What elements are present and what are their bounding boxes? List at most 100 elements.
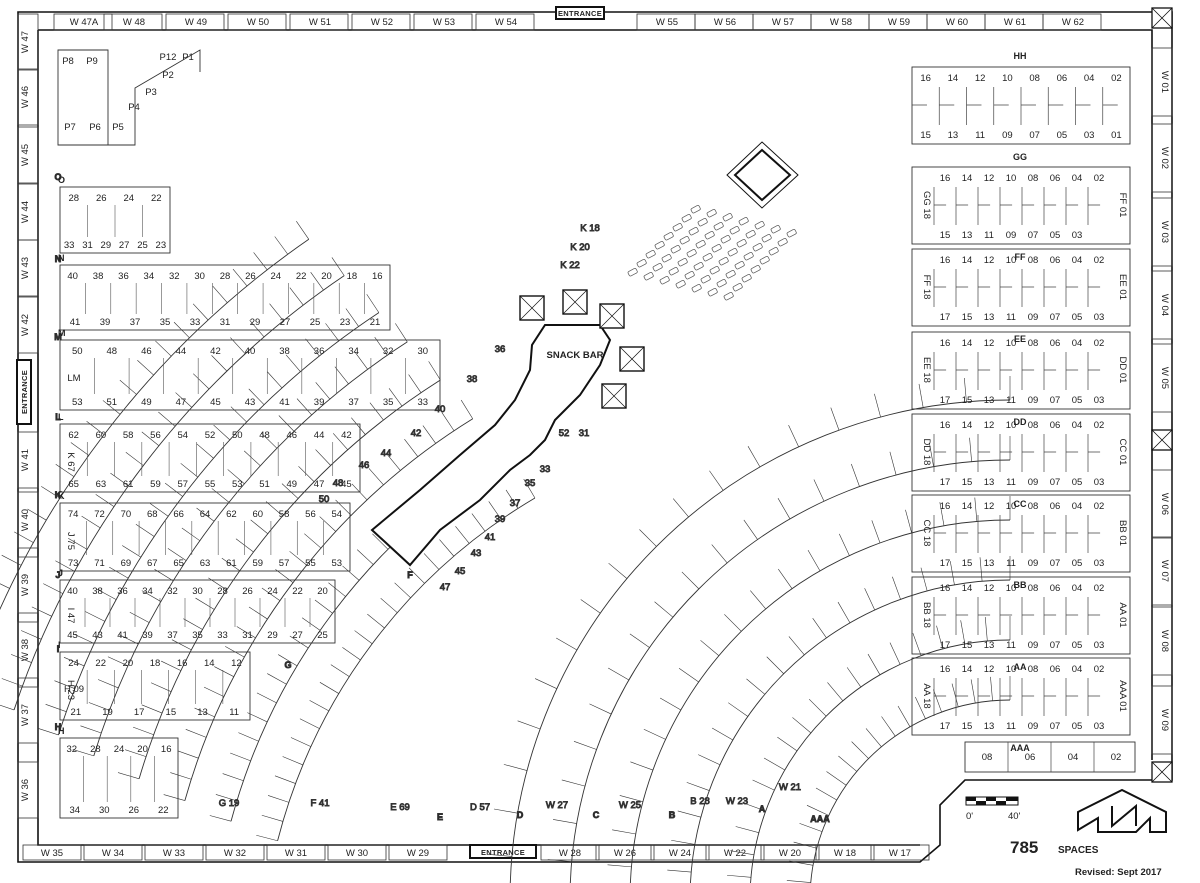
space-number: 27 — [292, 630, 303, 641]
space-number: 30 — [192, 586, 203, 597]
space-number: 13 — [984, 477, 995, 488]
p-space: P4 — [128, 102, 140, 113]
space-number: 67 — [147, 558, 158, 569]
space-number: 14 — [948, 73, 959, 84]
space-number: 25 — [317, 630, 328, 641]
space-number: 14 — [962, 255, 973, 266]
space-number: 11 — [984, 230, 994, 241]
border-space-right: W 04 — [1159, 294, 1170, 316]
space-number: 59 — [150, 479, 161, 490]
block-end-label: J 75 — [65, 532, 76, 550]
row-end-label: B 28 — [690, 796, 710, 807]
block-end-label: AA 01 — [1117, 602, 1128, 627]
space-number: 47 — [176, 397, 187, 408]
space-number: 15 — [962, 395, 973, 406]
space-number: 15 — [962, 721, 973, 732]
border-space-bottom: W 34 — [102, 848, 124, 859]
space-number: 16 — [940, 664, 951, 675]
right-border-spaces: W 01W 02W 03W 04W 05W 06W 07W 08W 09 — [1151, 7, 1173, 783]
row-label: BB — [1014, 580, 1027, 590]
space-number: 05 — [1072, 312, 1083, 323]
p-space: P7 — [64, 122, 76, 133]
block-end-label: FF 18 — [921, 275, 932, 300]
row-label: M — [54, 332, 62, 342]
space-number: 06 — [1057, 73, 1068, 84]
arc-row-line — [509, 399, 1011, 883]
space-number: 39 — [142, 630, 153, 641]
row-label: H — [55, 722, 62, 732]
space-number: 06 — [1050, 173, 1061, 184]
space-number: 58 — [279, 509, 290, 520]
border-space-bottom: W 31 — [285, 848, 307, 859]
row-label: E — [437, 812, 443, 822]
space-number: 14 — [204, 658, 215, 669]
space-number: 05 — [1057, 130, 1068, 141]
space-number: 08 — [1028, 338, 1039, 349]
arc-row-line — [629, 519, 1011, 883]
border-space-bottom: W 33 — [163, 848, 185, 859]
space-number: 24 — [270, 271, 281, 282]
p-space: P9 — [86, 56, 98, 67]
space-number: 14 — [962, 173, 973, 184]
entrance-bottom[interactable]: ENTRANCE — [469, 844, 537, 859]
space-number: 38 — [93, 271, 104, 282]
space-number: 29 — [250, 317, 261, 328]
space-number: 40 — [67, 271, 78, 282]
spaces-label: SPACES — [1058, 845, 1099, 856]
block-end-label: CC 18 — [921, 520, 932, 547]
space-number: 18 — [150, 658, 161, 669]
space-number: 17 — [134, 707, 145, 718]
block-end-label: DD 18 — [921, 439, 932, 466]
space-number: 03 — [1094, 640, 1105, 651]
border-space-left: W 47 — [20, 31, 31, 53]
border-space-top: W 62 — [1062, 17, 1084, 28]
space-number: 15 — [920, 130, 931, 141]
space-number: 21 — [71, 707, 82, 718]
block-end-label: EE 01 — [1117, 274, 1128, 300]
space-number: 37 — [130, 317, 141, 328]
space-number: 04 — [1072, 501, 1083, 512]
arc-row-line — [138, 379, 441, 779]
space-number: 11 — [1006, 395, 1016, 406]
parking-block — [911, 657, 1131, 736]
space-number: 22 — [296, 271, 307, 282]
row-label: GG — [1013, 152, 1027, 162]
entrance-top[interactable]: ENTRANCE — [555, 6, 605, 20]
space-number: 14 — [962, 338, 973, 349]
border-space-right: W 06 — [1159, 493, 1170, 515]
border-space-bottom: W 28 — [559, 848, 581, 859]
space-number: 39 — [314, 397, 325, 408]
row-end-label: G 19 — [219, 798, 240, 809]
border-space-right: W 08 — [1159, 630, 1170, 652]
space-number: 17 — [940, 558, 951, 569]
space-number: 53 — [72, 397, 83, 408]
space-number: 06 — [1050, 255, 1061, 266]
space-number: 26 — [245, 271, 256, 282]
space-number: 21 — [370, 317, 381, 328]
space-number: 16 — [940, 173, 951, 184]
space-number: 03 — [1094, 395, 1105, 406]
space-number: 34 — [69, 805, 80, 816]
block-end-label: CC 01 — [1117, 439, 1128, 466]
space-number: 04 — [1072, 420, 1083, 431]
space-number: 05 — [1050, 230, 1061, 241]
space-number: 14 — [962, 420, 973, 431]
space-number: 05 — [1072, 558, 1083, 569]
space-number: 15 — [962, 558, 973, 569]
space-number: 74 — [68, 509, 79, 520]
border-space-top: W 55 — [656, 17, 678, 28]
space-number: 34 — [144, 271, 155, 282]
space-number: 04 — [1084, 73, 1095, 84]
p-space: P2 — [162, 70, 174, 81]
snack-bar[interactable]: SNACK BAR — [370, 289, 645, 567]
space-number: 03 — [1084, 130, 1095, 141]
border-space-top: W 59 — [888, 17, 910, 28]
space-number: 50 — [72, 346, 83, 357]
entrance-left[interactable]: ENTRANCE — [16, 359, 32, 425]
space-number: 11 — [1006, 477, 1016, 488]
space-number: 16 — [372, 271, 383, 282]
border-space-left: W 42 — [20, 314, 31, 336]
row-end-label: E 69 — [390, 802, 410, 813]
space-number: 06 — [1050, 664, 1061, 675]
